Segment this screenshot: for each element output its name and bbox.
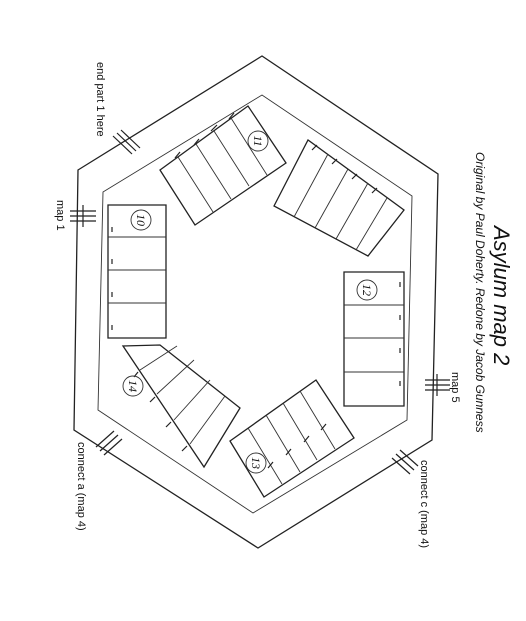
exit-end-part-1 [113, 130, 140, 154]
map-title: Asylum map 2 [489, 226, 514, 366]
cell-number-10: 10 [131, 210, 151, 230]
cell-number-12-text: 12 [360, 284, 374, 296]
cell-block-10 [108, 205, 166, 338]
cell-number-13: 13 [246, 453, 266, 473]
cell-block-14 [123, 345, 240, 467]
cell-block-12 [344, 272, 404, 406]
cell-number-13-text: 13 [249, 457, 263, 469]
label-map-5: map 5 [449, 372, 461, 403]
exit-map-5 [425, 374, 450, 396]
exit-map-1 [70, 205, 96, 227]
cell-number-11-text: 11 [251, 135, 265, 146]
label-connect-a: connect a (map 4) [75, 442, 87, 531]
label-map-1: map 1 [54, 200, 66, 231]
map-subtitle: Original by Paul Doherty. Redone by Jaco… [473, 152, 487, 433]
cell-block-13 [230, 380, 354, 497]
cell-number-10-text: 10 [134, 214, 148, 226]
exit-connect-c [392, 450, 418, 474]
cell-number-14-text: 14 [126, 380, 140, 392]
cell-number-12: 12 [357, 280, 377, 300]
label-connect-c: connect c (map 4) [418, 460, 430, 549]
inner-corridor-wall [98, 95, 412, 513]
outer-hexagon-wall [74, 56, 438, 548]
cell-number-14: 14 [123, 376, 143, 396]
cell-block-upper-right [274, 140, 404, 256]
exit-connect-a [96, 431, 122, 455]
cell-number-11: 11 [248, 131, 268, 151]
label-end-part-1: end part 1 here [94, 62, 106, 137]
cell-block-11 [160, 106, 286, 225]
